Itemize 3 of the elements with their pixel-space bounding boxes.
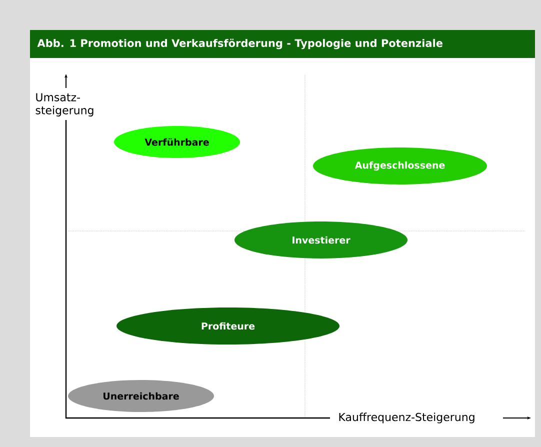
axis-label: Umsatz- steigerung <box>36 93 94 116</box>
title-bar: Abb. 1 Promotion und Verkaufsförderung - Typologie und Potenziale <box>30 30 535 58</box>
axis-label: Kauffrequenz-Steigerung <box>339 412 474 424</box>
